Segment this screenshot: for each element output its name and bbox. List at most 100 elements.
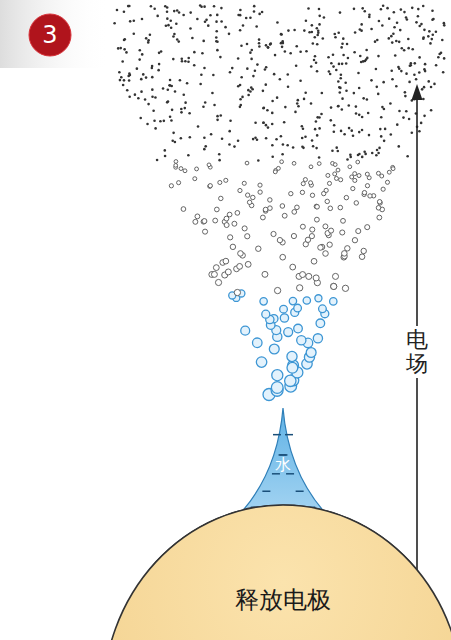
droplet bbox=[184, 60, 187, 63]
droplet bbox=[333, 163, 337, 167]
droplet bbox=[308, 31, 311, 34]
droplet bbox=[393, 26, 396, 29]
droplet bbox=[393, 11, 396, 14]
droplet bbox=[318, 127, 321, 130]
droplet bbox=[166, 88, 169, 91]
droplet bbox=[238, 251, 244, 257]
droplet bbox=[281, 46, 284, 49]
droplet bbox=[245, 17, 248, 20]
droplet bbox=[156, 159, 159, 162]
droplet bbox=[147, 103, 150, 106]
droplet bbox=[337, 150, 340, 153]
droplet bbox=[337, 105, 340, 108]
droplet bbox=[193, 219, 198, 224]
droplet bbox=[330, 62, 333, 65]
droplet bbox=[358, 153, 361, 156]
droplet bbox=[256, 63, 259, 66]
droplet bbox=[363, 151, 366, 154]
droplet bbox=[389, 133, 392, 136]
droplet bbox=[213, 218, 218, 223]
droplet bbox=[258, 45, 261, 48]
droplet bbox=[203, 136, 206, 139]
droplet bbox=[303, 178, 307, 182]
droplet bbox=[151, 88, 154, 91]
droplet bbox=[152, 110, 155, 113]
droplet bbox=[418, 130, 421, 133]
droplet bbox=[228, 33, 231, 36]
droplet bbox=[232, 221, 237, 226]
droplet bbox=[380, 135, 383, 138]
droplet bbox=[127, 5, 130, 8]
droplet bbox=[262, 271, 268, 277]
droplet bbox=[216, 14, 219, 17]
droplet bbox=[224, 26, 227, 29]
droplet bbox=[361, 129, 364, 132]
droplet bbox=[316, 70, 319, 73]
droplet bbox=[314, 204, 319, 209]
droplet bbox=[258, 42, 261, 45]
droplet bbox=[296, 102, 299, 105]
droplet bbox=[276, 166, 280, 170]
droplet bbox=[237, 263, 243, 269]
droplet bbox=[237, 140, 240, 143]
badge-circle bbox=[29, 14, 71, 56]
droplet bbox=[415, 21, 418, 24]
droplet bbox=[429, 42, 432, 45]
droplet bbox=[411, 48, 414, 51]
droplet bbox=[203, 229, 208, 234]
droplet bbox=[191, 37, 194, 40]
droplet bbox=[188, 112, 191, 115]
droplet bbox=[351, 186, 355, 190]
droplet bbox=[199, 83, 202, 86]
droplet bbox=[230, 244, 235, 249]
droplet bbox=[123, 38, 126, 41]
droplet bbox=[294, 111, 297, 114]
droplet bbox=[121, 60, 124, 63]
droplet bbox=[362, 190, 366, 194]
droplet bbox=[182, 94, 185, 97]
droplet bbox=[359, 254, 365, 260]
droplet bbox=[181, 207, 186, 212]
droplet bbox=[327, 181, 331, 185]
droplet bbox=[229, 119, 232, 122]
droplet bbox=[375, 68, 378, 71]
droplet bbox=[181, 60, 184, 63]
droplet bbox=[235, 211, 240, 216]
droplet bbox=[294, 304, 302, 312]
droplet bbox=[163, 149, 166, 152]
droplet bbox=[381, 187, 385, 191]
droplet bbox=[342, 54, 345, 57]
droplet bbox=[170, 26, 173, 29]
droplet bbox=[233, 145, 236, 148]
droplet bbox=[283, 121, 286, 124]
droplet bbox=[323, 16, 326, 19]
droplet bbox=[377, 215, 382, 220]
droplet bbox=[178, 11, 181, 14]
droplet bbox=[162, 87, 165, 90]
droplet bbox=[303, 29, 306, 32]
droplet bbox=[342, 285, 348, 291]
droplet bbox=[366, 57, 369, 60]
droplet bbox=[141, 53, 144, 56]
droplet bbox=[239, 106, 242, 109]
droplet bbox=[271, 100, 274, 103]
droplet bbox=[228, 130, 231, 133]
droplet bbox=[409, 64, 412, 67]
droplet bbox=[133, 19, 136, 22]
droplet bbox=[338, 205, 343, 210]
droplet bbox=[128, 95, 131, 98]
droplet bbox=[113, 22, 116, 25]
droplet bbox=[284, 106, 287, 109]
droplet bbox=[311, 258, 317, 264]
droplet bbox=[313, 36, 316, 39]
droplet bbox=[240, 76, 243, 79]
field-label: 电场 bbox=[406, 326, 428, 378]
droplet bbox=[418, 56, 421, 59]
droplet bbox=[280, 160, 284, 164]
droplet bbox=[315, 205, 320, 210]
droplet bbox=[245, 261, 251, 267]
droplet bbox=[252, 338, 262, 348]
droplet bbox=[238, 188, 242, 192]
droplet bbox=[271, 231, 276, 236]
droplet bbox=[211, 92, 214, 95]
